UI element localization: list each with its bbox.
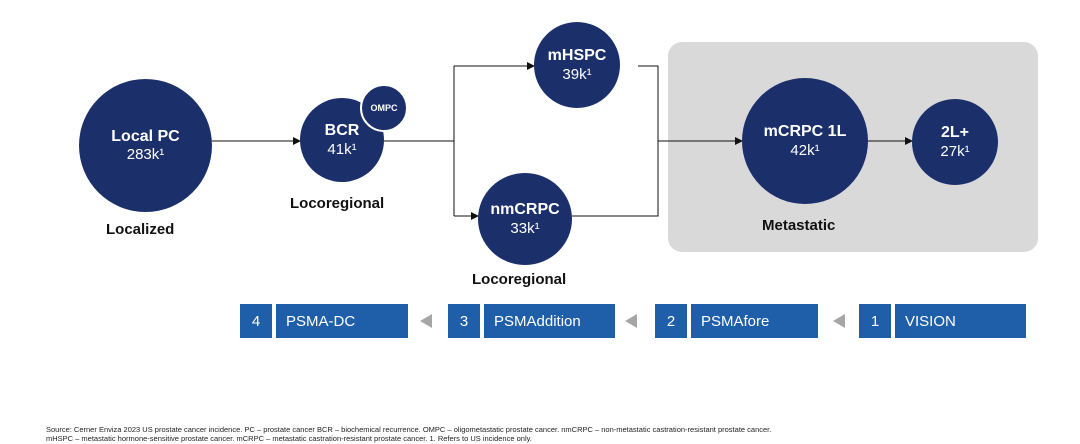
node-2l-plus-name: 2L+ xyxy=(940,124,969,142)
footnote: Source: Cerner Enviza 2023 US prostate c… xyxy=(46,425,1066,444)
stage-label-localized: Localized xyxy=(106,221,175,238)
node-local-pc-name: Local PC xyxy=(111,127,180,145)
node-2l-plus: 2L+ 27k¹ xyxy=(912,99,998,185)
line-from-mhspc xyxy=(638,65,659,141)
trial-vision: 1 VISION xyxy=(859,304,1026,338)
trial-arrow-1-to-2 xyxy=(833,314,845,328)
trial-psmafore-number: 2 xyxy=(655,304,687,338)
trial-psma-dc-number: 4 xyxy=(240,304,272,338)
trial-psmaddition-name: PSMAddition xyxy=(484,304,615,338)
node-mcrpc-1l-name: mCRPC 1L xyxy=(763,123,847,141)
trial-psmaddition-number: 3 xyxy=(448,304,480,338)
node-local-pc: Local PC 283k¹ xyxy=(79,79,212,212)
trial-arrow-3-to-4 xyxy=(420,314,432,328)
node-nmcrpc: nmCRPC 33k¹ xyxy=(478,173,572,265)
node-mcrpc-1l-value: 42k¹ xyxy=(790,141,820,159)
trial-psma-dc: 4 PSMA-DC xyxy=(240,304,408,338)
node-2l-plus-value: 27k¹ xyxy=(940,142,970,160)
node-ompc: OMPC xyxy=(360,84,408,132)
footnote-line-2: mHSPC – metastatic hormone-sensitive pro… xyxy=(46,434,532,444)
node-bcr-name: BCR xyxy=(324,122,360,140)
node-mhspc-value: 39k¹ xyxy=(562,65,592,83)
node-ompc-name: OMPC xyxy=(370,102,398,113)
trial-vision-number: 1 xyxy=(859,304,891,338)
stage-label-metastatic: Metastatic xyxy=(762,217,836,234)
trial-psma-dc-name: PSMA-DC xyxy=(276,304,408,338)
node-bcr: BCR 41k¹ xyxy=(300,98,384,182)
node-nmcrpc-value: 33k¹ xyxy=(510,219,540,237)
node-local-pc-value: 283k¹ xyxy=(126,146,165,164)
trial-arrow-2-to-3 xyxy=(625,314,637,328)
trial-psmafore-name: PSMAfore xyxy=(691,304,818,338)
node-nmcrpc-name: nmCRPC xyxy=(490,201,560,219)
node-mhspc-name: mHSPC xyxy=(547,47,607,65)
trial-vision-name: VISION xyxy=(895,304,1026,338)
trial-psmafore: 2 PSMAfore xyxy=(655,304,818,338)
trial-psmaddition: 3 PSMAddition xyxy=(448,304,615,338)
line-from-nmcrpc xyxy=(572,141,659,217)
node-bcr-value: 41k¹ xyxy=(327,140,357,158)
footnote-line-1: Source: Cerner Enviza 2023 US prostate c… xyxy=(46,425,772,434)
stage-label-locoregional-bcr: Locoregional xyxy=(290,195,385,212)
node-mhspc: mHSPC 39k¹ xyxy=(534,22,620,108)
stage-label-locoregional-nmcrpc: Locoregional xyxy=(472,271,567,288)
node-mcrpc-1l: mCRPC 1L 42k¹ xyxy=(742,78,868,204)
